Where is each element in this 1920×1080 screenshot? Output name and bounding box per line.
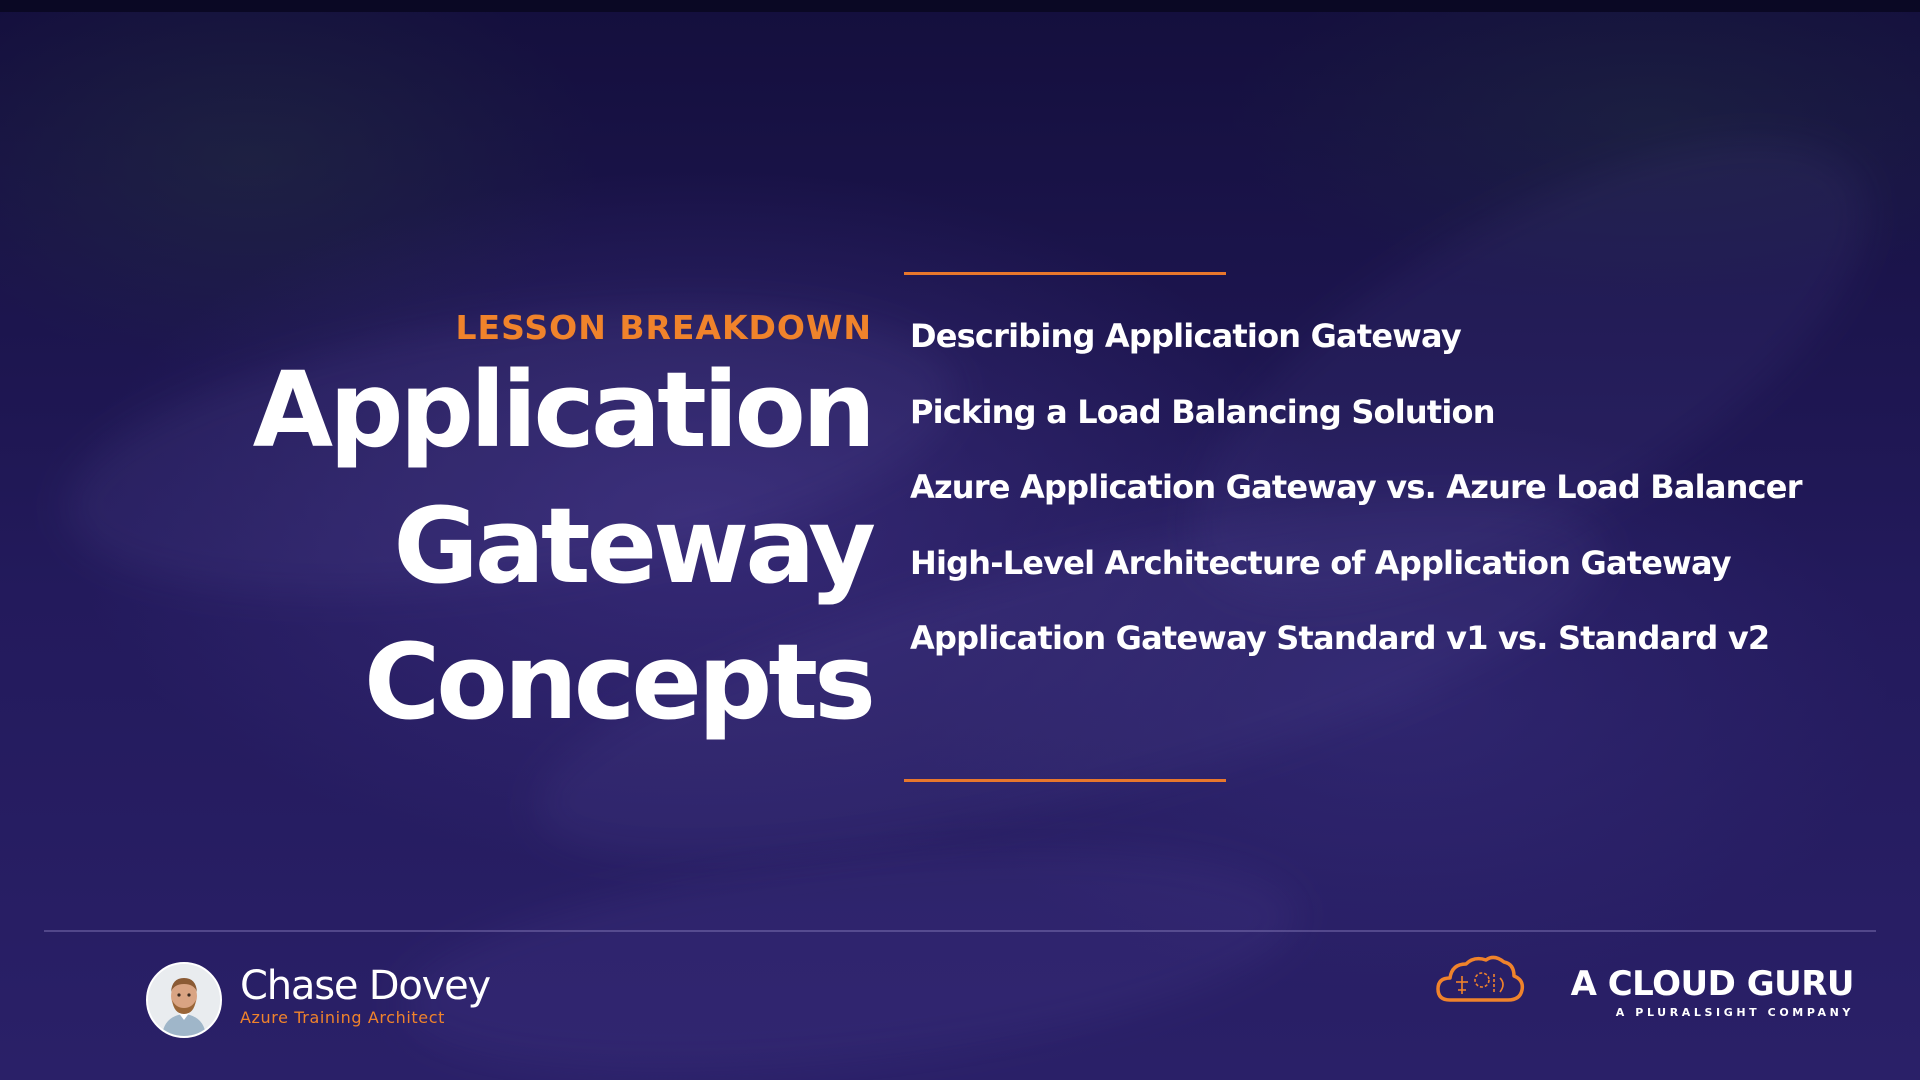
brand-logo: A CLOUD GURU A PLURALSIGHT COMPANY (1434, 950, 1855, 1030)
background-shape (392, 813, 1308, 1080)
accent-rule-bottom (904, 779, 1226, 782)
lesson-title-line-1: Application (252, 349, 876, 471)
topic-item: Azure Application Gateway vs. Azure Load… (910, 468, 1802, 506)
presenter-name: Chase Dovey (240, 963, 491, 1009)
cloud-logo-icon (1436, 955, 1525, 1002)
presenter-role: Azure Training Architect (240, 1008, 446, 1027)
footer-divider (44, 930, 1876, 932)
avatar (146, 962, 222, 1038)
accent-rule-top (904, 272, 1226, 275)
lesson-title-line-3: Concepts (363, 621, 876, 743)
lesson-title: Application Gateway Concepts (252, 342, 876, 750)
topic-item: Picking a Load Balancing Solution (910, 392, 1496, 431)
lesson-heading: LESSON BREAKDOWN Application Gateway Con… (252, 308, 876, 750)
lesson-title-line-2: Gateway (393, 485, 876, 607)
top-bar (0, 0, 1920, 12)
brand-tagline: A PLURALSIGHT COMPANY (1615, 1006, 1854, 1019)
topic-item: Application Gateway Standard v1 vs. Stan… (910, 619, 1770, 657)
avatar-portrait-icon (148, 964, 220, 1036)
topic-item: Describing Application Gateway (910, 317, 1462, 355)
lesson-eyebrow: LESSON BREAKDOWN (455, 308, 872, 347)
topic-list: Describing Application Gateway Picking a… (910, 314, 1802, 692)
topic-item: High-Level Architecture of Application G… (910, 543, 1732, 582)
brand-name: A CLOUD GURU (1570, 964, 1855, 1004)
